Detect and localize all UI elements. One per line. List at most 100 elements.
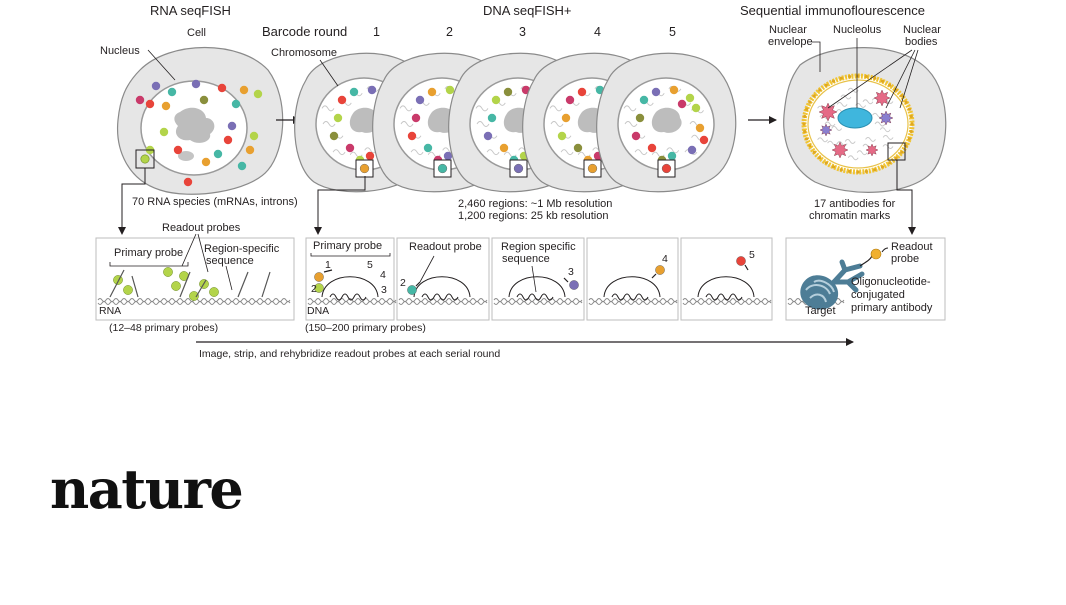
label-readout-probe: Readout probe bbox=[409, 241, 482, 253]
label-primary-probe-dna: Primary probe bbox=[313, 240, 382, 252]
dna-dot bbox=[565, 95, 575, 105]
caption-rna-species: 70 RNA species (mRNAs, introns) bbox=[132, 196, 298, 208]
dna-dot bbox=[345, 143, 355, 153]
rna-dot bbox=[245, 145, 255, 155]
panel-dna-4 bbox=[586, 237, 679, 321]
nuclear-body bbox=[865, 143, 879, 157]
rna-dot bbox=[223, 135, 233, 145]
label-dna-count: (150–200 primary probes) bbox=[305, 322, 426, 334]
dna-dot bbox=[337, 95, 347, 105]
rna-dot bbox=[213, 149, 223, 159]
readout-probe-dot bbox=[655, 265, 665, 275]
label-rna-count: (12–48 primary probes) bbox=[109, 322, 218, 334]
dna-dot bbox=[443, 151, 453, 161]
dna-dot bbox=[677, 99, 687, 109]
round-cell-5 bbox=[596, 52, 737, 193]
dna-dot bbox=[691, 103, 701, 113]
readout-probe-dot bbox=[163, 267, 173, 277]
rna-dot bbox=[183, 177, 193, 187]
caption-antibodies-1: 17 antibodies for bbox=[814, 198, 896, 210]
panel-dna-2 bbox=[396, 237, 490, 321]
dna-dot bbox=[577, 87, 587, 97]
dna-dot bbox=[687, 145, 697, 155]
dna-dot bbox=[685, 93, 695, 103]
dna-dot bbox=[415, 95, 425, 105]
label-serial-rounds: Image, strip, and rehybridize readout pr… bbox=[199, 348, 500, 360]
label-region-specific-2: sequence bbox=[206, 255, 254, 267]
dna-dot bbox=[487, 113, 497, 123]
rna-dot bbox=[140, 154, 150, 164]
dna-dot bbox=[651, 87, 661, 97]
dna-dot bbox=[445, 85, 455, 95]
label-chromosome: Chromosome bbox=[271, 47, 337, 59]
round-number-5: 5 bbox=[669, 25, 676, 39]
nuclear-bodies bbox=[802, 74, 914, 174]
rna-dot bbox=[135, 95, 145, 105]
dna-dot bbox=[647, 143, 657, 153]
dna-dot bbox=[639, 95, 649, 105]
label-region-specific-3: Region specific bbox=[501, 241, 576, 253]
rna-dot bbox=[173, 145, 183, 155]
dna-dot bbox=[503, 87, 513, 97]
probe-number: 4 bbox=[380, 269, 386, 281]
dna-dot bbox=[561, 113, 571, 123]
nuclear-body bbox=[873, 89, 891, 107]
dna-dot bbox=[635, 113, 645, 123]
label-antibody-2: conjugated bbox=[851, 289, 905, 301]
dna-dot bbox=[557, 131, 567, 141]
header-rna-seqfish: RNA seqFISH bbox=[150, 3, 231, 18]
label-primary-probe-rna: Primary probe bbox=[114, 247, 183, 259]
dna-dot bbox=[667, 151, 677, 161]
panel-dna-5 bbox=[680, 237, 773, 321]
dna-dot bbox=[349, 87, 359, 97]
dna-dot bbox=[411, 113, 421, 123]
readout-probe-dot bbox=[209, 287, 219, 297]
rna-dot bbox=[191, 79, 201, 89]
probe-number: 2 bbox=[311, 283, 317, 295]
label-envelope: envelope bbox=[768, 36, 813, 48]
readout-probe-dot bbox=[736, 256, 746, 266]
nature-logo: nature bbox=[50, 457, 244, 521]
caption-antibodies-2: chromatin marks bbox=[809, 210, 891, 222]
probe-number: 5 bbox=[749, 249, 755, 261]
readout-probe-dot bbox=[407, 285, 417, 295]
rna-dot bbox=[253, 89, 263, 99]
label-bodies: bodies bbox=[905, 36, 938, 48]
label-target: Target bbox=[805, 305, 836, 317]
dna-dot bbox=[333, 113, 343, 123]
nuclear-body bbox=[878, 110, 894, 126]
dna-dot bbox=[491, 95, 501, 105]
header-sequential-immuno: Sequential immunoflourescence bbox=[740, 3, 925, 18]
round-number-1: 1 bbox=[373, 25, 380, 39]
readout-probe-dot bbox=[314, 272, 324, 282]
rna-dot bbox=[231, 99, 241, 109]
dna-dot bbox=[427, 87, 437, 97]
label-antibody-1: Oligonucleotide- bbox=[851, 276, 931, 288]
dna-dot bbox=[423, 143, 433, 153]
dna-dot bbox=[329, 131, 339, 141]
readout-probe-dot bbox=[123, 285, 133, 295]
rna-dot bbox=[159, 127, 169, 137]
header-dna-seqfish: DNA seqFISH+ bbox=[483, 3, 572, 18]
round-number-2: 2 bbox=[446, 25, 453, 39]
label-nuclear-2: Nuclear bbox=[903, 24, 941, 36]
rna-dot bbox=[239, 85, 249, 95]
rna-dot bbox=[217, 83, 227, 93]
dna-dot bbox=[631, 131, 641, 141]
dna-dot bbox=[483, 131, 493, 141]
probe-number: 3 bbox=[568, 266, 574, 278]
nuclear-body bbox=[831, 141, 849, 159]
dna-dot bbox=[365, 151, 375, 161]
label-region-specific-4: sequence bbox=[502, 253, 550, 265]
label-dna: DNA bbox=[307, 305, 329, 317]
rna-dot bbox=[249, 131, 259, 141]
round-number-3: 3 bbox=[519, 25, 526, 39]
readout-probe-dot bbox=[189, 291, 199, 301]
probe-number: 3 bbox=[381, 284, 387, 296]
label-nuclear-1: Nuclear bbox=[769, 24, 807, 36]
immuno-cell bbox=[783, 47, 947, 193]
readout-probe-dot bbox=[569, 280, 579, 290]
